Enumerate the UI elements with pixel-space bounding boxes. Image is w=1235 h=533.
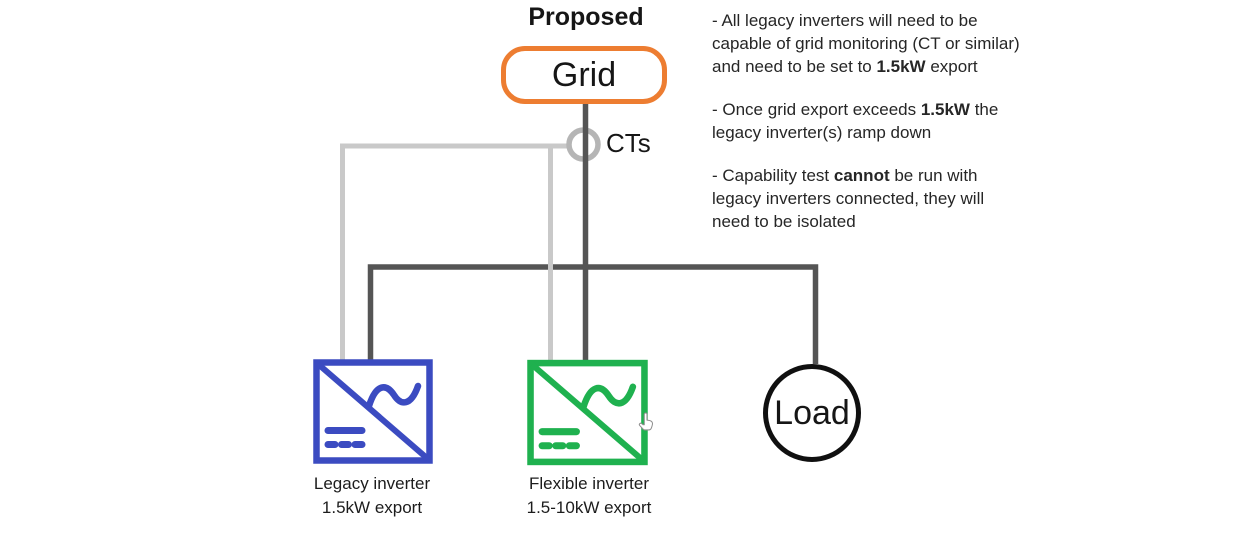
note2-bold: 1.5kW <box>920 100 970 119</box>
note1-bold: 1.5kW <box>876 57 926 76</box>
grid-node: Grid <box>501 46 667 104</box>
note-item-2: - Once grid export exceeds 1.5kW the leg… <box>712 98 1020 144</box>
note-item-1: - All legacy inverters will need to be c… <box>712 9 1020 78</box>
ct-label: CTs <box>606 128 651 158</box>
note-item-3: - Capability test cannot be run with leg… <box>712 164 1020 233</box>
note2-text: - Once grid export exceeds <box>712 100 921 119</box>
page-title: Proposed <box>528 3 644 31</box>
load-node: Load <box>763 364 861 462</box>
ct-wire-to-legacy <box>340 143 570 360</box>
flexible-inverter-caption: Flexible inverter 1.5-10kW export <box>509 472 669 520</box>
note2-text-post: the legacy inverter(s) ramp down <box>712 100 999 142</box>
flexible-caption-line2: 1.5-10kW export <box>526 498 652 517</box>
cursor-hand-icon <box>638 412 654 431</box>
grid-label: Grid <box>551 55 617 94</box>
legacy-inverter-icon <box>313 359 433 464</box>
note3-bold: cannot <box>833 166 890 185</box>
note1-text: - All legacy inverters will need to be c… <box>712 11 1020 76</box>
ac-sine-icon <box>365 382 422 410</box>
flexible-inverter-icon <box>527 359 648 466</box>
inverter-diagonal <box>316 361 430 462</box>
legacy-caption-line1: Legacy inverter <box>313 474 431 493</box>
note3-text-post: be run with legacy inverters connected, … <box>712 166 985 231</box>
load-label: Load <box>774 393 850 432</box>
flexible-caption-line1: Flexible inverter <box>529 474 649 493</box>
ac-sine-icon <box>580 383 637 411</box>
legacy-caption-line2: 1.5kW export <box>321 498 423 517</box>
inverter-diagonal <box>530 362 645 463</box>
legacy-inverter-caption: Legacy inverter 1.5kW export <box>292 472 452 520</box>
note3-text: - Capability test <box>712 166 834 185</box>
dark-bus-wire <box>367 264 819 364</box>
notes-panel: - All legacy inverters will need to be c… <box>712 9 1020 253</box>
note1-text-post: export <box>925 57 978 76</box>
